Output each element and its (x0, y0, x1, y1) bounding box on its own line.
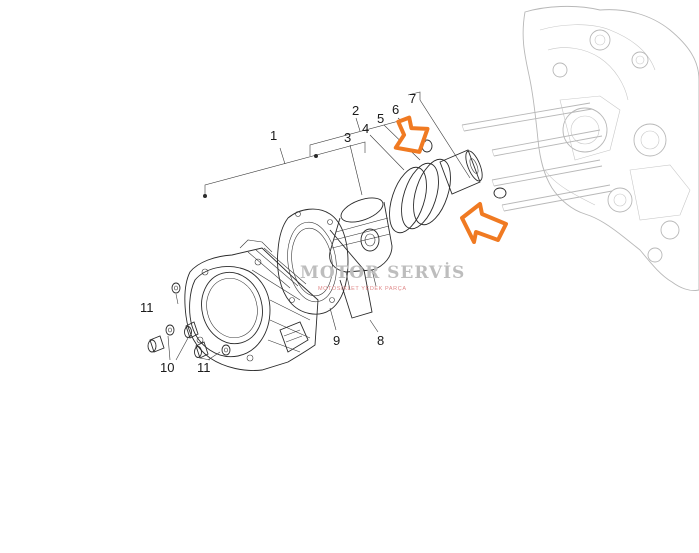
part-number-9: 9 (333, 333, 340, 348)
group-bracket-7 (407, 91, 471, 179)
watermark: MOTOR SERVİS MOTOSİKLET YEDEK PARÇA (300, 262, 465, 292)
part-number-7: 7 (409, 91, 416, 106)
piston (329, 197, 393, 291)
dowel-10 (147, 335, 165, 353)
washer-11b (165, 324, 175, 336)
piston-rings (389, 158, 451, 234)
cylinder (184, 239, 319, 371)
part-number-11-left: 11 (140, 300, 154, 315)
part-number-1: 1 (270, 128, 277, 143)
part-number-4: 4 (362, 121, 369, 136)
base-gasket (277, 208, 373, 319)
part-number-11-bottom: 11 (197, 360, 211, 375)
washer-11c (221, 344, 231, 356)
group-bracket-2 (309, 117, 411, 158)
group-bracket-1 (203, 141, 366, 198)
dowel-10c (194, 341, 209, 359)
highlight-arrow-top (393, 115, 430, 154)
part-number-8: 8 (377, 333, 384, 348)
part-number-5: 5 (377, 111, 384, 126)
part-number-6: 6 (392, 102, 399, 117)
part-number-3: 3 (344, 130, 351, 145)
engine-crankcase-ghost (461, 5, 699, 291)
piston-pin (439, 149, 507, 199)
leader-lines (167, 117, 427, 361)
washer-11a (171, 282, 181, 294)
cylinder-studs (461, 102, 613, 212)
part-number-10: 10 (160, 360, 174, 375)
highlight-arrow-right (460, 202, 508, 244)
watermark-title: MOTOR SERVİS (300, 262, 465, 283)
dowel-10b (184, 321, 199, 339)
part-number-2: 2 (352, 103, 359, 118)
watermark-subtitle: MOTOSİKLET YEDEK PARÇA (318, 285, 407, 292)
part-numbers: 1 2 3 4 5 6 7 8 9 10 11 11 (140, 91, 416, 375)
fasteners (147, 282, 231, 359)
